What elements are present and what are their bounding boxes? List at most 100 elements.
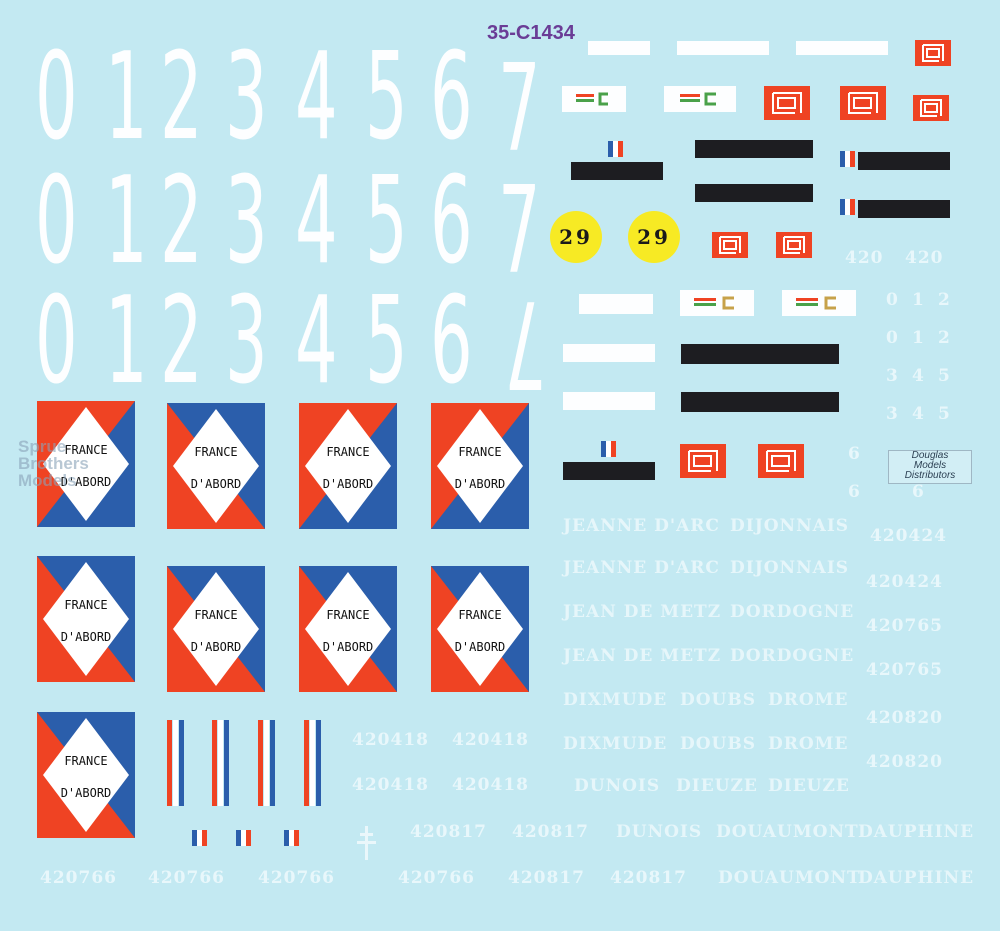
emblem-text: FRANCE: [194, 445, 238, 459]
vehicle-name: DAUPHINE: [858, 868, 975, 888]
digit: 2: [160, 152, 203, 291]
red-emblem: [776, 232, 812, 258]
digit: 2: [160, 272, 203, 411]
france-dabord-emblem: FRANCE D'ABORD: [37, 556, 135, 682]
vertical-tricolore-stripe: [167, 720, 184, 806]
digit: 0: [35, 152, 78, 291]
serial-number: 420766: [40, 868, 117, 888]
vehicle-name: JEAN DE METZ: [563, 646, 722, 666]
vehicle-name: DIEUZE: [676, 776, 758, 796]
logo-line: Distributors: [904, 470, 956, 481]
serial-number: 420817: [508, 868, 585, 888]
vehicle-name: JEAN DE METZ: [563, 602, 722, 622]
vehicle-name: DIEUZE: [768, 776, 850, 796]
emblem-text: FRANCE: [458, 608, 502, 622]
watermark-line: Models: [18, 471, 77, 490]
vehicle-name: DORDOGNE: [730, 602, 855, 622]
logo-line: Models: [913, 460, 947, 471]
serial-number: 420418: [452, 775, 529, 795]
vertical-tricolore-stripe: [258, 720, 275, 806]
digit: 5: [365, 28, 408, 167]
small-number: 5: [938, 404, 951, 424]
emblem-text: D'ABORD: [190, 640, 242, 654]
small-number: 6: [848, 444, 861, 464]
digit: 3: [225, 152, 268, 291]
small-number: 4: [912, 366, 925, 386]
vehicle-name: DROME: [768, 734, 849, 754]
vehicle-name: DIJONNAIS: [730, 558, 850, 578]
small-number: 1: [912, 328, 925, 348]
digit: 7: [504, 273, 547, 412]
small-number: 6: [912, 482, 925, 502]
tricolore-flag-icon: [192, 830, 207, 846]
digit: 7: [498, 162, 541, 301]
distributor-logo: Douglas Models Distributors: [888, 450, 972, 484]
yellow-number-disc: 29: [550, 211, 602, 263]
red-emblem: [913, 95, 949, 121]
tricolore-flag-icon: [236, 830, 251, 846]
digit: 5: [365, 272, 408, 411]
digit: 1: [105, 152, 148, 291]
serial-number: 420418: [452, 730, 529, 750]
small-number: 420: [905, 248, 944, 268]
serial-number: 420820: [866, 752, 943, 772]
emblem-text: D'ABORD: [60, 475, 112, 489]
emblem-text: FRANCE: [64, 754, 108, 768]
yellow-number-disc: 29: [628, 211, 680, 263]
red-emblem: [840, 86, 886, 120]
france-dabord-emblem: FRANCE D'ABORD: [167, 566, 265, 692]
emblem-text: FRANCE: [64, 598, 108, 612]
vehicle-name: DOUAUMONT: [718, 868, 861, 888]
small-number: 5: [938, 366, 951, 386]
red-emblem: [680, 444, 726, 478]
digit: 6: [430, 28, 473, 167]
small-number: 4: [912, 404, 925, 424]
small-number: 2: [938, 290, 951, 310]
vehicle-name: DIXMUDE: [563, 690, 668, 710]
emblem-text: D'ABORD: [60, 630, 112, 644]
watermark: Sprue Brothers Models: [18, 438, 118, 489]
serial-number: 420817: [610, 868, 687, 888]
digit: 3: [225, 28, 268, 167]
black-bar: [858, 152, 950, 170]
red-emblem: [915, 40, 951, 66]
emblem-text: FRANCE: [194, 608, 238, 622]
digit: 2: [160, 28, 203, 167]
digit: 6: [430, 272, 473, 411]
white-bar: [563, 344, 655, 362]
tricolore-flag-icon: [840, 151, 855, 167]
vehicle-name: DROME: [768, 690, 849, 710]
logo-line: Douglas: [911, 450, 949, 461]
watermark-line: Sprue: [18, 437, 67, 456]
serial-number: 420766: [398, 868, 475, 888]
black-bar: [858, 200, 950, 218]
serial-number: 420418: [352, 730, 429, 750]
france-dabord-emblem: FRANCE D'ABORD: [37, 712, 135, 838]
white-bar: [563, 392, 655, 410]
vertical-tricolore-stripe: [212, 720, 229, 806]
serial-number: 420424: [866, 572, 943, 592]
vehicle-name: DOUBS: [680, 690, 757, 710]
small-number: 420: [845, 248, 884, 268]
vehicle-name: JEANNE D'ARC: [563, 558, 720, 578]
digit: 6: [430, 152, 473, 291]
serial-number: 420765: [866, 660, 943, 680]
small-number: 6: [848, 482, 861, 502]
vehicle-name: DOUBS: [680, 734, 757, 754]
red-emblem: [712, 232, 748, 258]
digit: 7: [498, 40, 541, 179]
emblem-text: D'ABORD: [454, 477, 506, 491]
emblem-text: D'ABORD: [454, 640, 506, 654]
vehicle-name: DUNOIS: [616, 822, 703, 842]
small-number: 0: [886, 328, 899, 348]
emblem-text: FRANCE: [326, 608, 370, 622]
digit: 3: [225, 272, 268, 411]
france-dabord-emblem: FRANCE D'ABORD: [167, 403, 265, 529]
vehicle-name: DUNOIS: [574, 776, 661, 796]
digit: 0: [35, 272, 78, 411]
serial-number: 420765: [866, 616, 943, 636]
france-dabord-emblem: FRANCE D'ABORD: [37, 401, 135, 527]
vehicle-name: DAUPHINE: [858, 822, 975, 842]
france-dabord-emblem: FRANCE D'ABORD: [431, 566, 529, 692]
